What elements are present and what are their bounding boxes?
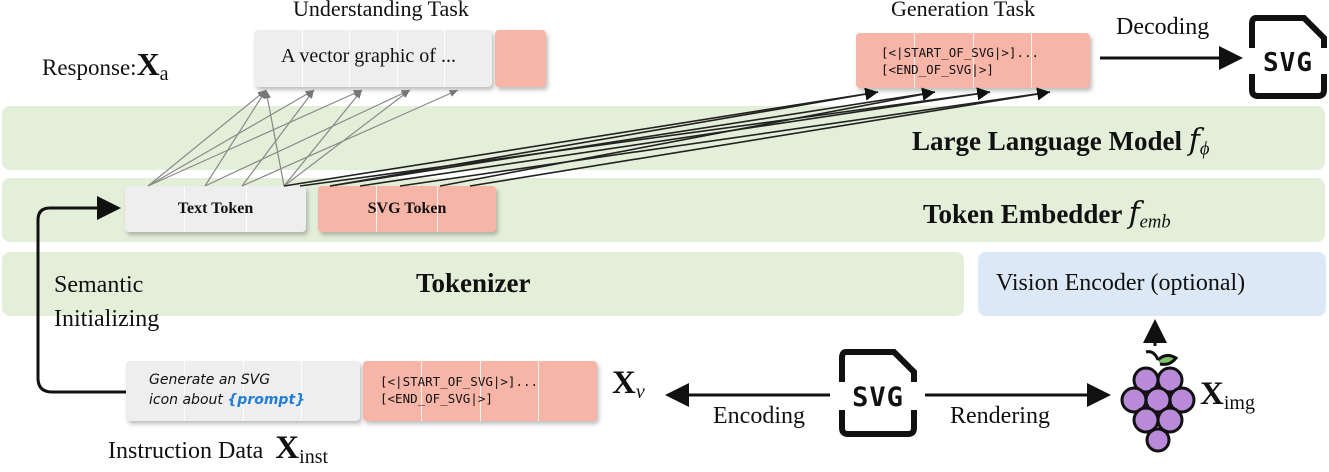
tokenizer-label: Tokenizer (416, 268, 531, 298)
response-label: Response:Xa (42, 46, 169, 85)
instruction-svg-text: [<|START_OF_SVG|>]... [<END_OF_SVG|>] (380, 374, 539, 406)
understanding-arrows (147, 89, 459, 187)
grape-icon (1120, 350, 1196, 453)
svg-token-chip: SVG Token (318, 186, 496, 232)
tokenizer-band (2, 252, 964, 316)
semantic-initializing-label: Semantic Initializing (54, 272, 160, 332)
text-token-chip: Text Token (125, 186, 306, 232)
generation-token-row (856, 33, 1090, 88)
response-text: A vector graphic of ... (281, 45, 456, 67)
response-end-token (495, 30, 546, 87)
rendering-label: Rendering (950, 403, 1050, 429)
vision-encoder-label: Vision Encoder (optional) (996, 270, 1246, 296)
svg-file-icon-source: SVG (838, 349, 918, 437)
instruction-text: Generate an SVG icon about {prompt} (149, 372, 306, 408)
instruction-data-caption: Instruction Data Xinst (108, 430, 329, 468)
svg-text:SVG: SVG (852, 382, 904, 413)
token-embedder-label: Token Embedder femb (923, 196, 1171, 233)
vision-encoder-band (978, 252, 1326, 316)
ximg-symbol: Ximg (1200, 376, 1255, 414)
decoding-label: Decoding (1116, 14, 1210, 40)
understanding-task-title: Understanding Task (293, 0, 469, 21)
generation-task-title: Generation Task (891, 0, 1036, 21)
response-token-row (254, 30, 492, 87)
encoding-label: Encoding (713, 403, 805, 429)
generation-arrows (283, 87, 1051, 187)
svg-file-icon-decoded: SVG (1248, 15, 1328, 99)
svg-text:SVG: SVG (1263, 48, 1313, 78)
prompt-placeholder: {prompt} (227, 392, 306, 408)
instruction-svg-token-row (363, 361, 597, 421)
generation-svg-text: [<|START_OF_SVG|>]... [<END_OF_SVG|>] (881, 45, 1040, 77)
embedder-symbol: femb (1128, 196, 1171, 233)
instruction-token-row (126, 361, 360, 421)
llm-symbol: fϕ (1188, 123, 1210, 160)
xv-symbol: Xv (612, 365, 645, 403)
llm-label: Large Language Model fϕ (912, 123, 1210, 160)
semantic-init-arrow (36, 196, 126, 394)
